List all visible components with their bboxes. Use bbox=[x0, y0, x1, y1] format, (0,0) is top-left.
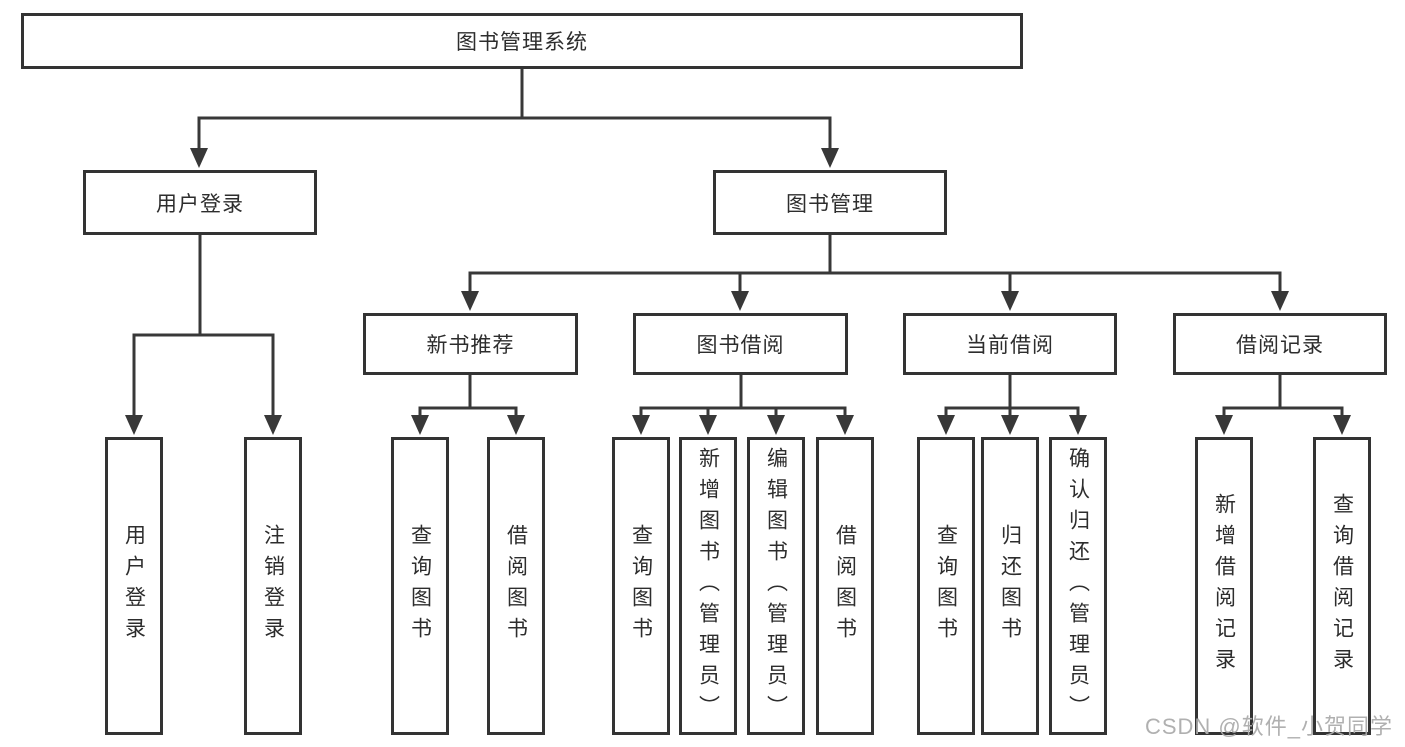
node-label: 借阅记录 bbox=[1236, 334, 1324, 357]
node-label: 新书推荐 bbox=[426, 334, 515, 357]
leaf-edit-books-admin: 编辑图书（管理员） bbox=[747, 437, 805, 735]
leaf-confirm-return-admin: 确认归还（管理员） bbox=[1049, 437, 1107, 735]
leaf-label: 新增图书（管理员） bbox=[696, 446, 720, 726]
arrowheads bbox=[125, 148, 1351, 435]
node-book-borrowing: 图书借阅 bbox=[633, 313, 848, 375]
leaf-label: 查询图书 bbox=[934, 524, 958, 648]
leaf-label: 用户登录 bbox=[122, 524, 146, 648]
leaf-label: 编辑图书（管理员） bbox=[764, 446, 788, 726]
leaf-user-login: 用户登录 bbox=[105, 437, 163, 735]
leaf-label: 查询借阅记录 bbox=[1330, 493, 1354, 679]
leaf-label: 归还图书 bbox=[998, 524, 1022, 648]
leaf-borrow-books-2: 借阅图书 bbox=[816, 437, 874, 735]
leaf-query-books-1: 查询图书 bbox=[391, 437, 449, 735]
leaf-logout: 注销登录 bbox=[244, 437, 302, 735]
node-label: 用户登录 bbox=[156, 192, 244, 216]
leaf-label: 借阅图书 bbox=[504, 524, 528, 648]
node-label: 图书借阅 bbox=[696, 334, 785, 357]
node-label: 当前借阅 bbox=[966, 334, 1054, 357]
leaf-query-books-2: 查询图书 bbox=[612, 437, 670, 735]
node-library-management-system: 图书管理系统 bbox=[21, 13, 1023, 69]
node-current-borrowing: 当前借阅 bbox=[903, 313, 1117, 375]
leaf-label: 借阅图书 bbox=[833, 524, 857, 648]
leaf-label: 确认归还（管理员） bbox=[1066, 446, 1090, 726]
leaf-query-books-3: 查询图书 bbox=[917, 437, 975, 735]
node-book-management-branch: 图书管理 bbox=[713, 170, 947, 235]
leaf-return-books: 归还图书 bbox=[981, 437, 1039, 735]
connector-path bbox=[132, 69, 1344, 417]
node-borrowing-records: 借阅记录 bbox=[1173, 313, 1387, 375]
leaf-label: 注销登录 bbox=[261, 524, 285, 648]
node-label: 图书管理 bbox=[786, 192, 874, 216]
node-user-login-branch: 用户登录 bbox=[83, 170, 317, 235]
leaf-borrow-books-1: 借阅图书 bbox=[487, 437, 545, 735]
leaf-label: 新增借阅记录 bbox=[1212, 493, 1236, 679]
node-new-book-recommendation: 新书推荐 bbox=[363, 313, 578, 375]
node-label: 图书管理系统 bbox=[456, 31, 588, 54]
csdn-watermark: CSDN @软件_小贺同学 bbox=[1144, 714, 1393, 739]
leaf-label: 查询图书 bbox=[408, 524, 432, 648]
leaf-add-borrow-record: 新增借阅记录 bbox=[1195, 437, 1253, 735]
leaf-label: 查询图书 bbox=[629, 524, 653, 648]
leaf-add-books-admin: 新增图书（管理员） bbox=[679, 437, 737, 735]
leaf-query-borrow-record: 查询借阅记录 bbox=[1313, 437, 1371, 735]
